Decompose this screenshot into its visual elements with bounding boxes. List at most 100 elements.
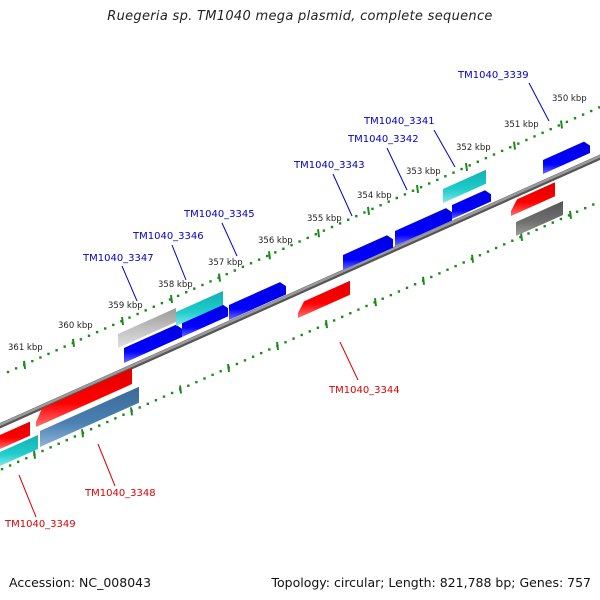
gene-label-TM1040_3343[interactable]: TM1040_3343: [293, 160, 365, 171]
ruler-major-tick: [218, 273, 221, 282]
ruler-major-tick: [170, 294, 173, 304]
ruler-dot: [63, 345, 66, 348]
ruler-dot: [106, 420, 109, 424]
ruler-major-tick: [520, 232, 523, 241]
ruler-dot: [492, 153, 496, 156]
gene-TM1040_3341[interactable]: [443, 169, 486, 203]
leader-line: [339, 341, 359, 381]
ruler-dot: [243, 359, 247, 362]
gene-label-TM1040_3342[interactable]: TM1040_3342: [347, 134, 419, 145]
accession-text: Accession: NC_008043: [9, 575, 152, 590]
ruler-major-tick: [422, 276, 425, 285]
gene-TM1040_3345[interactable]: [229, 282, 286, 320]
ruler-dot: [381, 297, 384, 300]
ruler-major-tick: [465, 162, 468, 172]
ruler-major-tick: [317, 229, 320, 238]
gene-TM1040_3341-inner[interactable]: [452, 190, 491, 219]
ruler-major-tick: [179, 385, 182, 394]
ruler-major-tick: [569, 210, 572, 220]
ruler-dot: [219, 370, 222, 373]
ruler-major-tick: [416, 184, 419, 194]
ruler-tick-label: 351 kbp: [504, 120, 539, 130]
gene-TM1040_3344[interactable]: [298, 280, 350, 318]
ruler-dot: [39, 356, 42, 359]
gene-TM1040_3347[interactable]: [124, 324, 182, 363]
ruler-tick-label: 355 kbp: [307, 214, 342, 224]
gene-TM1040_3342[interactable]: [395, 208, 452, 246]
ruler-dot: [95, 330, 99, 334]
ruler-dot: [484, 156, 488, 160]
ruler-dot: [268, 348, 271, 351]
ruler-dot: [282, 247, 285, 250]
ruler-dot: [266, 254, 269, 258]
gene-TM1040_3348[interactable]: [40, 386, 139, 447]
gene-TM1040_3343[interactable]: [343, 235, 393, 270]
ruler-dot: [41, 449, 44, 453]
ruler-dot: [203, 377, 206, 380]
ruler-major-tick: [23, 360, 26, 369]
ruler-dot: [298, 240, 301, 243]
ruler-dot: [436, 178, 439, 182]
gene-TM1040_3349[interactable]: [0, 434, 38, 466]
ruler-dot: [274, 251, 277, 254]
ruler-dot: [503, 243, 506, 246]
feature-red[interactable]: [36, 368, 132, 427]
gene-TM1040_3346-inner[interactable]: [182, 304, 228, 337]
ruler-dot: [573, 117, 577, 120]
gene-label-TM1040_3339[interactable]: TM1040_3339: [457, 70, 529, 81]
gene-label-TM1040_3347[interactable]: TM1040_3347: [82, 253, 154, 264]
ruler-dot: [185, 291, 188, 294]
ruler-dot: [509, 146, 512, 149]
ruler-dot: [500, 149, 504, 153]
leader-line: [171, 244, 187, 281]
ruler-dot: [79, 338, 83, 341]
topology-text: Topology: circular; Length: 821,788 bp; …: [271, 575, 592, 590]
ruler-dot: [49, 446, 52, 449]
ruler-dot: [251, 355, 255, 358]
ruler-dot: [341, 315, 344, 319]
leader-line: [332, 173, 353, 217]
ruler-dot: [413, 283, 417, 286]
ruler-dot: [235, 362, 239, 366]
ruler-dot: [112, 323, 115, 327]
ruler-major-tick: [513, 141, 516, 150]
ruler-dot: [136, 312, 139, 316]
ruler-major-tick: [81, 429, 84, 438]
ruler-dot: [549, 127, 552, 131]
gene-label-TM1040_3346[interactable]: TM1040_3346: [132, 231, 204, 242]
ruler-dot: [73, 435, 77, 438]
ruler-dot: [144, 309, 147, 312]
feature-gray-light[interactable]: [118, 308, 176, 348]
ruler-dot: [405, 286, 409, 290]
ruler-major-tick: [560, 120, 563, 129]
ruler-dot: [541, 131, 544, 134]
ruler-dot: [527, 232, 530, 235]
ruler-major-tick: [367, 206, 370, 216]
ruler-tick-label: 356 kbp: [258, 236, 293, 246]
leader-line: [97, 443, 116, 487]
feature-red-right[interactable]: [511, 182, 555, 216]
leader-line: [121, 265, 138, 302]
gene-TM1040_3339[interactable]: [543, 141, 590, 174]
gene-label-TM1040_3348[interactable]: TM1040_3348: [84, 488, 156, 499]
ruler-dot: [397, 290, 401, 293]
feature-red-left[interactable]: [0, 421, 30, 449]
ruler-dot: [128, 316, 131, 319]
ruler-dot: [314, 233, 317, 236]
ruler-dot: [575, 210, 579, 213]
ruler-dot: [201, 283, 204, 287]
ruler-major-tick: [121, 316, 124, 326]
feature-gray-dark[interactable]: [516, 200, 563, 236]
ruler-dot: [468, 164, 471, 167]
gene-label-TM1040_3344[interactable]: TM1040_3344: [328, 385, 400, 396]
gene-label-TM1040_3349[interactable]: TM1040_3349: [4, 519, 76, 530]
gene-label-TM1040_3341[interactable]: TM1040_3341: [363, 116, 435, 127]
ruler-dot: [557, 124, 560, 127]
ruler-dot: [476, 160, 479, 163]
ruler-dot: [195, 380, 198, 384]
leader-line: [18, 474, 37, 518]
gene-label-TM1040_3345[interactable]: TM1040_3345: [183, 209, 255, 220]
ruler-dot: [543, 225, 546, 228]
gene-TM1040_3346[interactable]: [176, 290, 223, 326]
